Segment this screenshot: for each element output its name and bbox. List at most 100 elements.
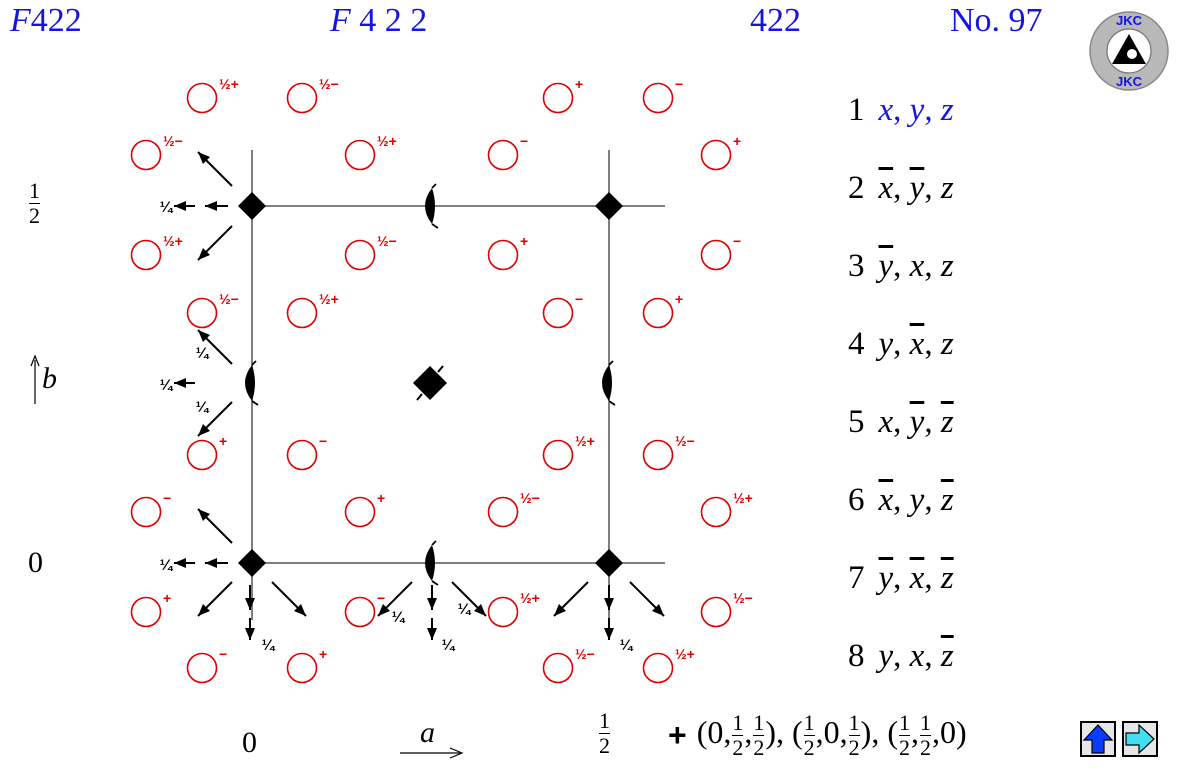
svg-text:¼: ¼ [160, 557, 174, 574]
operation-coordinates: y, x, z [878, 560, 954, 596]
position-circle [487, 596, 519, 628]
twofold-axis-in-plane-arrow-icon [197, 225, 233, 261]
operation-number: 2 [848, 170, 865, 206]
position-height-sign: + [575, 76, 583, 92]
twofold-axis-in-plane-arrow-icon [629, 581, 665, 617]
general-position: + [130, 590, 171, 628]
hm-lattice: F [330, 2, 351, 39]
general-position: ½+ [344, 133, 397, 171]
position-height-sign: ½− [319, 76, 339, 92]
space-group-number[interactable]: No. 97 [950, 2, 1043, 39]
general-position: ½+ [642, 646, 695, 684]
general-position: − [542, 291, 583, 329]
twofold-axis-in-plane-arrow-icon [205, 201, 228, 211]
twofold-rotation-axis-icon [245, 360, 259, 406]
operation-coordinates: y, x, z [878, 326, 954, 362]
position-circle [186, 652, 218, 684]
position-height-sign: ½− [675, 433, 695, 449]
full-symbol: F422 [10, 2, 82, 40]
twofold-axis-in-plane-arrow-icon [197, 151, 233, 187]
position-circle [286, 82, 318, 114]
position-height-sign: − [319, 433, 327, 449]
position-height-sign: ½+ [219, 76, 239, 92]
position-circle [130, 496, 162, 528]
logo-text-bottom: JKC [1116, 74, 1143, 89]
position-circle [130, 239, 162, 271]
general-position: + [344, 490, 385, 528]
twofold-axis-in-plane-arrow-icon [451, 581, 487, 617]
general-position: ½− [642, 433, 695, 471]
position-height-sign: ½+ [675, 646, 695, 662]
twofold-axis-in-plane-arrow-icon [197, 581, 233, 617]
position-height-sign: ½− [575, 646, 595, 662]
position-circle [487, 139, 519, 171]
position-height-sign: ½− [520, 490, 540, 506]
quarter-height-label: ¼ [196, 345, 210, 362]
position-height-sign: − [575, 291, 583, 307]
jkc-logo-icon[interactable]: JKC JKC [1088, 10, 1170, 92]
quarter-height-label: ¼ [160, 557, 174, 574]
twofold-axis-in-plane-arrow-icon [174, 378, 195, 388]
position-circle [130, 139, 162, 171]
svg-text:¼: ¼ [458, 601, 472, 618]
position-height-sign: + [319, 646, 327, 662]
twofold-axis-in-plane-arrow-icon [245, 618, 255, 640]
position-circle [344, 496, 376, 528]
full-symbol-lattice: F [10, 2, 31, 39]
twofold-axis-in-plane-arrow-icon [553, 581, 589, 617]
svg-text:¼: ¼ [196, 345, 210, 362]
svg-text:¼: ¼ [392, 609, 406, 626]
twofold-axis-in-plane-arrow-icon [271, 581, 307, 617]
fourfold-rotation-axis-icon [595, 192, 623, 220]
general-position: ½− [700, 590, 753, 628]
next-button[interactable] [1122, 721, 1158, 757]
position-height-sign: ½+ [733, 490, 753, 506]
operation-coordinates: y, x, z [878, 638, 954, 674]
fourfold-rotation-axis-icon [595, 549, 623, 577]
position-circle [186, 297, 218, 329]
quarter-height-label: ¼ [160, 377, 174, 394]
twofold-axis-in-plane-arrow-icon [174, 558, 195, 568]
general-position: − [186, 646, 227, 684]
point-group: 422 [750, 2, 801, 39]
a-axis-arrow-icon [400, 747, 464, 759]
position-height-sign: ½− [733, 590, 753, 606]
general-position: ½+ [700, 490, 753, 528]
b-axis-label: b [30, 354, 57, 404]
general-position: + [642, 291, 683, 329]
quarter-height-label: ¼ [458, 601, 472, 618]
position-circle [700, 139, 732, 171]
general-position: + [186, 433, 227, 471]
position-height-sign: ½+ [319, 291, 339, 307]
general-position: − [286, 433, 327, 471]
position-height-sign: + [377, 490, 385, 506]
twofold-axis-in-plane-arrow-icon [427, 618, 437, 640]
position-circle [542, 652, 574, 684]
hermann-mauguin-symbol: F 4 2 2 [330, 2, 427, 40]
up-button[interactable] [1080, 721, 1116, 757]
position-circle [700, 596, 732, 628]
operation-number: 6 [848, 482, 865, 518]
full-symbol-rest: 422 [30, 2, 82, 39]
position-circle [344, 596, 376, 628]
twofold-axis-in-plane-arrow-icon [604, 618, 614, 640]
position-circle [700, 239, 732, 271]
position-height-sign: − [520, 133, 528, 149]
position-circle [286, 439, 318, 471]
position-circle [487, 239, 519, 271]
quarter-height-label: ¼ [392, 609, 406, 626]
